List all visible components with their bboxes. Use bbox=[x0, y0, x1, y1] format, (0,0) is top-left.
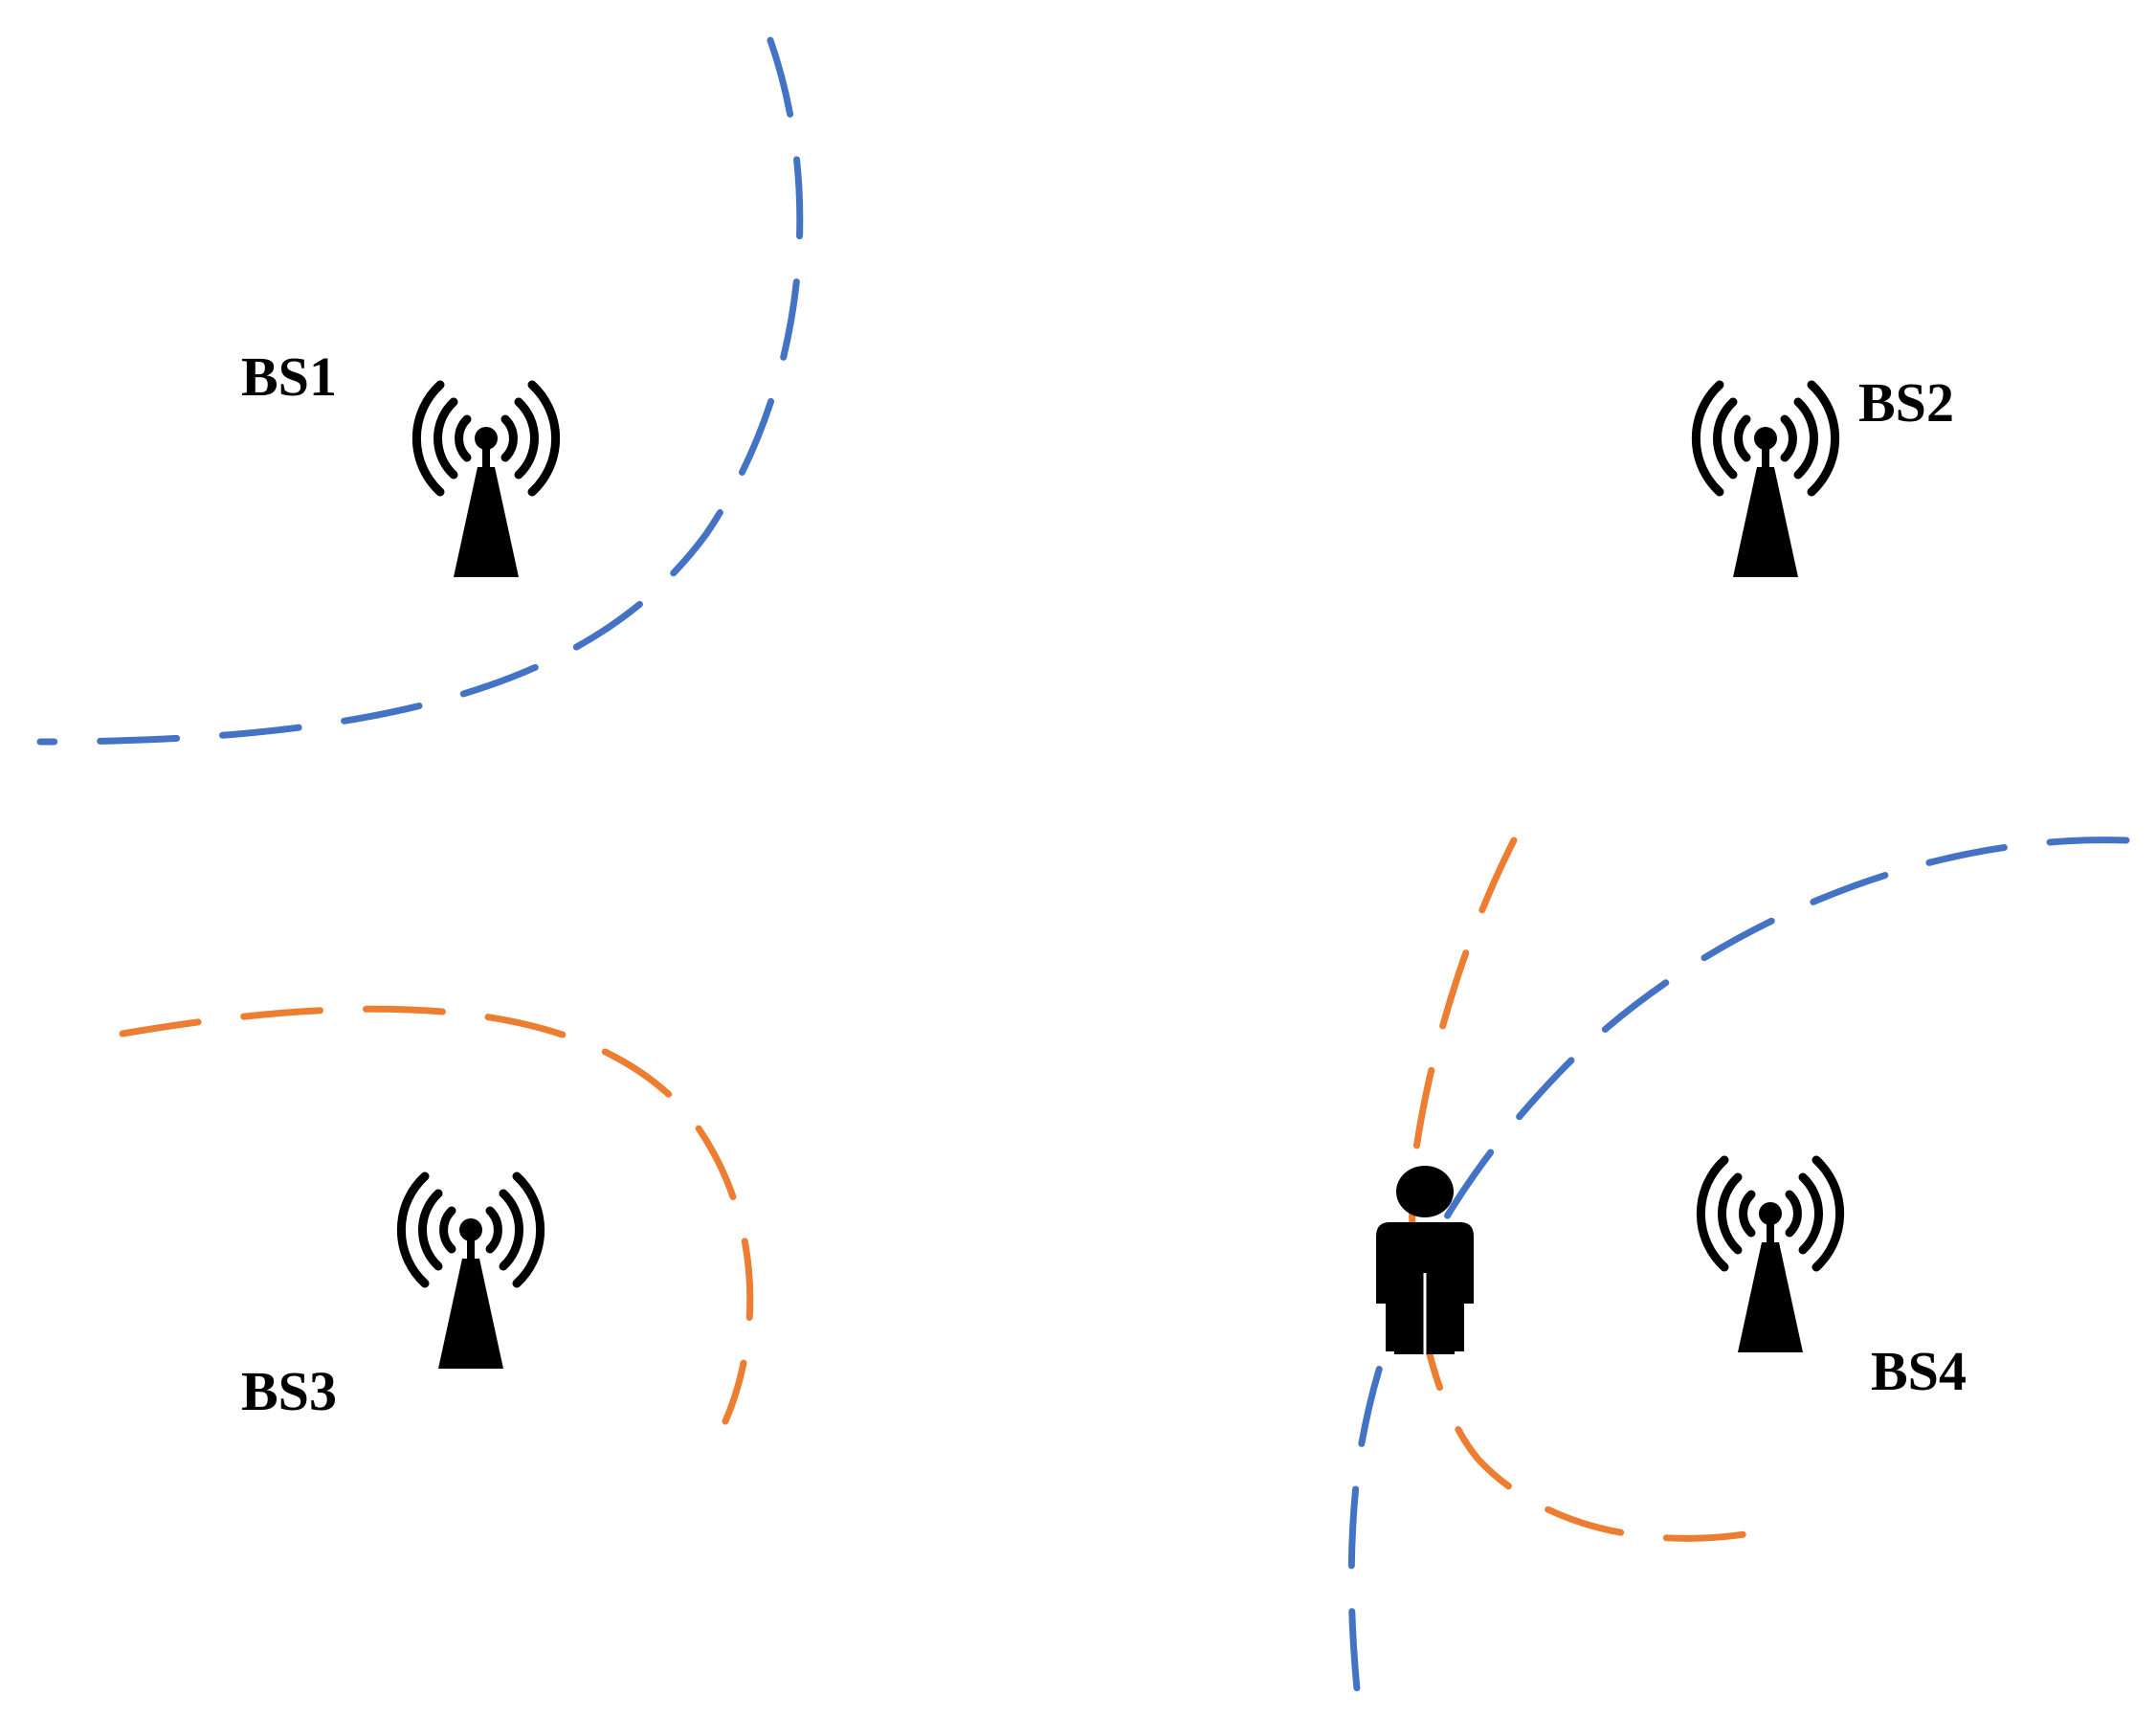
base-station-bs2: BS2 bbox=[1696, 371, 1954, 577]
base-station-bs3: BS3 bbox=[241, 1176, 541, 1422]
hyperbola-blue-user bbox=[1347, 837, 2130, 1693]
person-icon bbox=[1376, 1166, 1474, 1354]
bs-label: BS1 bbox=[241, 346, 337, 408]
hyperbola-orange-bs3 bbox=[119, 1005, 754, 1425]
radio-tower-icon bbox=[1700, 1160, 1839, 1352]
base-station-bs1: BS1 bbox=[241, 346, 556, 577]
hyperbola-blue-bs1 bbox=[36, 36, 804, 746]
bs-label: BS3 bbox=[241, 1360, 337, 1422]
bs-label: BS2 bbox=[1858, 371, 1954, 434]
radio-tower-icon bbox=[401, 1176, 540, 1369]
radio-tower-icon bbox=[416, 385, 555, 577]
bs-label: BS4 bbox=[1871, 1340, 1967, 1402]
radio-tower-icon bbox=[1696, 385, 1834, 577]
base-station-bs4: BS4 bbox=[1700, 1160, 1967, 1402]
